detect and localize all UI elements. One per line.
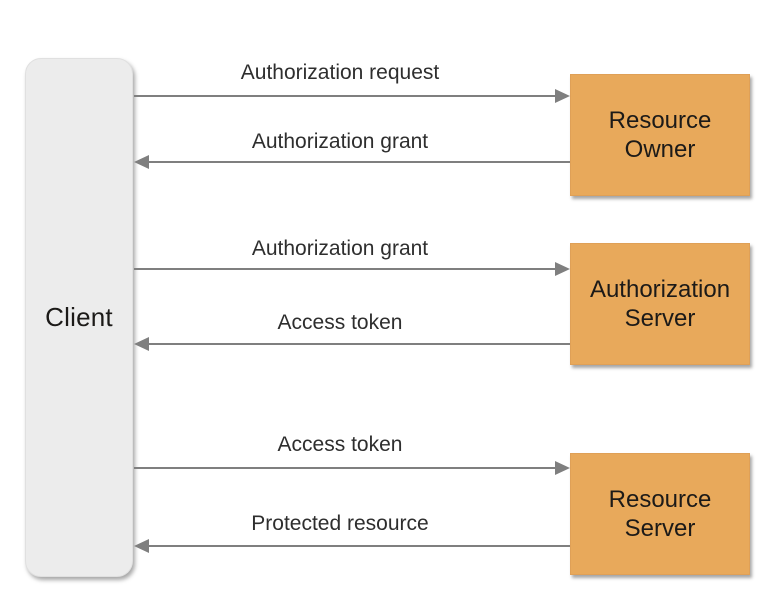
authorization-server-label-line1: Authorization (589, 276, 731, 303)
arrow-line (134, 467, 556, 469)
arrowhead-right-icon (555, 89, 570, 103)
arrow-line (149, 343, 570, 345)
client-box: Client (25, 58, 133, 577)
resource-owner-label-line2: Owner (624, 136, 696, 163)
resource-server-box: Resource Server (570, 453, 750, 575)
message-label: Access token (277, 433, 403, 456)
client-label: Client (45, 302, 113, 332)
message-label: Authorization grant (251, 237, 429, 260)
arrowhead-left-icon (134, 539, 149, 553)
arrowhead-right-icon (555, 461, 570, 475)
authorization-server-label-line2: Server (624, 305, 696, 332)
arrowhead-left-icon (134, 337, 149, 351)
arrow-line (134, 268, 556, 270)
message-label: Authorization request (240, 61, 440, 84)
arrow-line (149, 161, 570, 163)
authorization-server-box: Authorization Server (570, 243, 750, 365)
resource-server-label-line1: Resource (608, 486, 712, 513)
message-label: Authorization grant (251, 130, 429, 153)
resource-owner-box: Resource Owner (570, 74, 750, 196)
message-label: Access token (277, 311, 403, 334)
resource-server-label-line2: Server (624, 515, 696, 542)
message-label: Protected resource (251, 512, 429, 535)
arrow-line (149, 545, 570, 547)
resource-owner-label-line1: Resource (608, 107, 712, 134)
arrowhead-right-icon (555, 262, 570, 276)
arrow-line (134, 95, 556, 97)
arrowhead-left-icon (134, 155, 149, 169)
